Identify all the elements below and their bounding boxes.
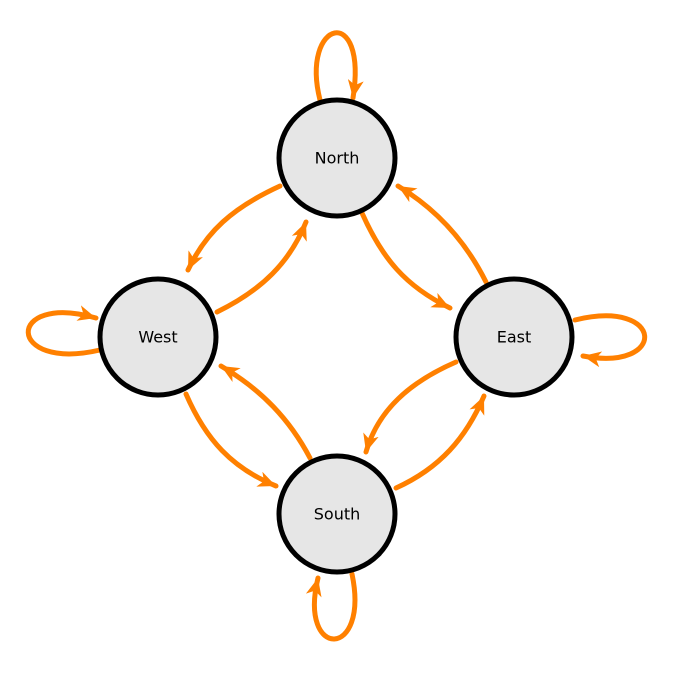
edge-north-west[interactable] xyxy=(185,183,283,273)
node-west[interactable]: West xyxy=(97,276,219,398)
edges-layer xyxy=(25,30,648,642)
node-east-circle[interactable] xyxy=(453,276,575,398)
edge-south-south[interactable] xyxy=(305,571,358,642)
edge-north-north[interactable] xyxy=(313,30,364,103)
node-north-label: North xyxy=(315,149,360,168)
edge-east-south[interactable] xyxy=(363,359,459,455)
node-west-circle[interactable] xyxy=(97,276,219,398)
edge-north-east[interactable] xyxy=(359,210,453,311)
edge-west-north[interactable] xyxy=(214,219,309,315)
node-north[interactable]: North xyxy=(276,97,398,219)
nodes-layer: North East South West xyxy=(97,97,575,575)
node-south[interactable]: South xyxy=(276,453,398,575)
edge-east-north[interactable] xyxy=(395,183,489,285)
node-east-label: East xyxy=(497,328,532,347)
node-east[interactable]: East xyxy=(453,276,575,398)
edge-south-east[interactable] xyxy=(393,393,487,491)
node-north-circle[interactable] xyxy=(276,97,398,219)
node-south-circle[interactable] xyxy=(276,453,398,575)
edge-south-west[interactable] xyxy=(218,363,313,461)
edge-west-west[interactable] xyxy=(25,305,103,357)
node-west-label: West xyxy=(138,328,177,347)
edge-west-south[interactable] xyxy=(183,391,279,489)
edge-east-east[interactable] xyxy=(572,313,648,368)
node-south-label: South xyxy=(314,505,361,524)
